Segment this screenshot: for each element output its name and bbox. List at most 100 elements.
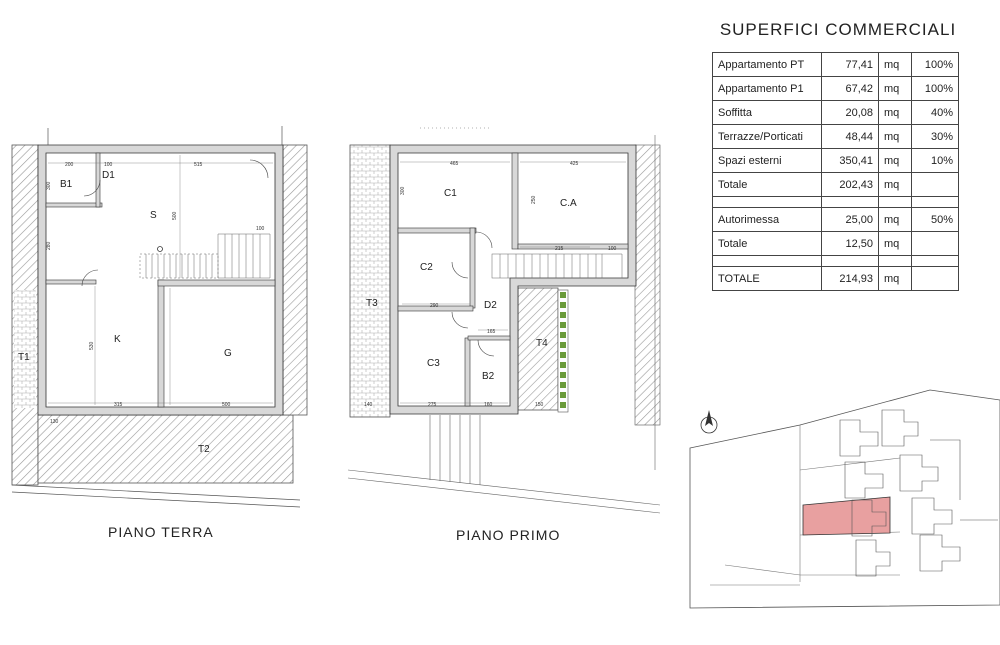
table-row: Appartamento PT 77,41 mq 100% [712, 52, 959, 77]
row-percent [911, 266, 959, 291]
row-value: 12,50 [821, 231, 879, 256]
room-label-c2: C2 [420, 262, 433, 273]
first-dim-label: 215 [555, 246, 564, 252]
row-value: 202,43 [821, 172, 879, 197]
paving-t1 [14, 290, 36, 408]
first-dimension-lines [400, 161, 626, 404]
balcony-t3-area [349, 144, 391, 418]
ground-floor-plan: 200 100 515 300 280 500 530 315 500 100 … [11, 126, 308, 508]
row-percent [911, 172, 959, 197]
ground-dim-label: 515 [194, 162, 203, 168]
room-label-s: S [150, 210, 157, 221]
ground-dim-label: 315 [114, 402, 123, 408]
ground-boundary [11, 126, 301, 508]
caption-ground-floor: PIANO TERRA [108, 524, 214, 540]
ground-dim-label: 100 [256, 226, 265, 232]
table-row: Appartamento P1 67,42 mq 100% [712, 76, 959, 101]
terrace-t4-area [517, 287, 559, 411]
first-stairs [491, 253, 623, 279]
row-value: 214,93 [821, 266, 879, 291]
wall-ca-bottom [517, 243, 629, 250]
room-label-d1: D1 [102, 170, 115, 181]
table-row [712, 196, 959, 208]
row-label: Terrazze/Porticati [712, 124, 822, 149]
room-label-t3: T3 [366, 298, 378, 309]
first-dim-label: 140 [364, 402, 373, 408]
row-unit: mq [878, 266, 912, 291]
room-label-ca: C.A [560, 198, 577, 209]
row-value: 77,41 [821, 52, 879, 77]
ground-doors [81, 159, 269, 287]
row-label: Appartamento P1 [712, 76, 822, 101]
site-plan [689, 389, 1000, 609]
room-label-c1: C1 [444, 188, 457, 199]
room-label-t4: T4 [536, 338, 548, 349]
row-value [821, 255, 879, 267]
ground-dimension-lines [48, 155, 273, 405]
site-buildings [839, 409, 998, 577]
room-label-t2: T2 [198, 444, 210, 455]
row-label: Autorimessa [712, 207, 822, 232]
row-label: TOTALE [712, 266, 822, 291]
ground-dim-label: 500 [172, 211, 178, 220]
row-percent: 30% [911, 124, 959, 149]
row-percent: 100% [911, 52, 959, 77]
row-unit: mq [878, 148, 912, 173]
garden-planter [557, 289, 569, 413]
row-label [712, 255, 822, 267]
wall-b2-top [467, 335, 511, 341]
first-dim-label: 275 [428, 402, 437, 408]
highlighted-lot [802, 496, 891, 536]
first-dim-label: 465 [450, 161, 459, 167]
ground-dim-label: 300 [46, 181, 52, 190]
ground-dim-label: 130 [50, 419, 59, 425]
wall-c1-right [511, 152, 519, 250]
table-row [712, 255, 959, 267]
first-dim-label: 290 [430, 303, 439, 309]
table-row: Soffitta 20,08 mq 40% [712, 100, 959, 125]
row-percent [911, 196, 959, 208]
table-row: Terrazze/Porticati 48,44 mq 30% [712, 124, 959, 149]
row-unit: mq [878, 124, 912, 149]
row-label: Appartamento PT [712, 52, 822, 77]
row-unit: mq [878, 100, 912, 125]
wall-d1 [95, 152, 101, 208]
first-dim-label: 300 [400, 186, 406, 195]
first-dim-label: 160 [484, 402, 493, 408]
first-dim-label: 250 [531, 195, 537, 204]
row-label: Spazi esterni [712, 148, 822, 173]
outer-paving [634, 144, 661, 426]
first-doors [451, 231, 495, 357]
ground-dim-label: 530 [89, 341, 95, 350]
first-floor-plan: 465 425 300 250 215 290 165 275 160 140 … [347, 127, 661, 514]
row-value [821, 196, 879, 208]
row-percent: 50% [911, 207, 959, 232]
row-value: 48,44 [821, 124, 879, 149]
row-label [712, 196, 822, 208]
row-unit [878, 255, 912, 267]
ground-exterior-walls [37, 144, 284, 416]
table-row: Totale 12,50 mq [712, 231, 959, 256]
row-percent: 100% [911, 76, 959, 101]
area-table: Appartamento PT 77,41 mq 100% Appartamen… [712, 52, 959, 291]
ground-dim-label: 500 [222, 402, 231, 408]
row-value: 20,08 [821, 100, 879, 125]
ground-dim-label: 200 [65, 162, 74, 168]
first-dim-label: 425 [570, 161, 579, 167]
first-dim-label: 150 [535, 402, 544, 408]
row-unit: mq [878, 207, 912, 232]
room-label-c3: C3 [427, 358, 440, 369]
north-arrow-icon [700, 410, 718, 434]
wall-c1-bottom [397, 227, 477, 234]
room-label-g: G [224, 348, 232, 359]
table-title: SUPERFICI COMMERCIALI [719, 20, 957, 39]
row-percent: 10% [911, 148, 959, 173]
first-dim-label: 165 [487, 329, 496, 335]
row-percent [911, 231, 959, 256]
row-unit: mq [878, 76, 912, 101]
site-inner-lines [710, 425, 901, 586]
first-dim-label: 100 [608, 246, 617, 252]
wall-garage-left [157, 279, 165, 408]
row-unit: mq [878, 52, 912, 77]
